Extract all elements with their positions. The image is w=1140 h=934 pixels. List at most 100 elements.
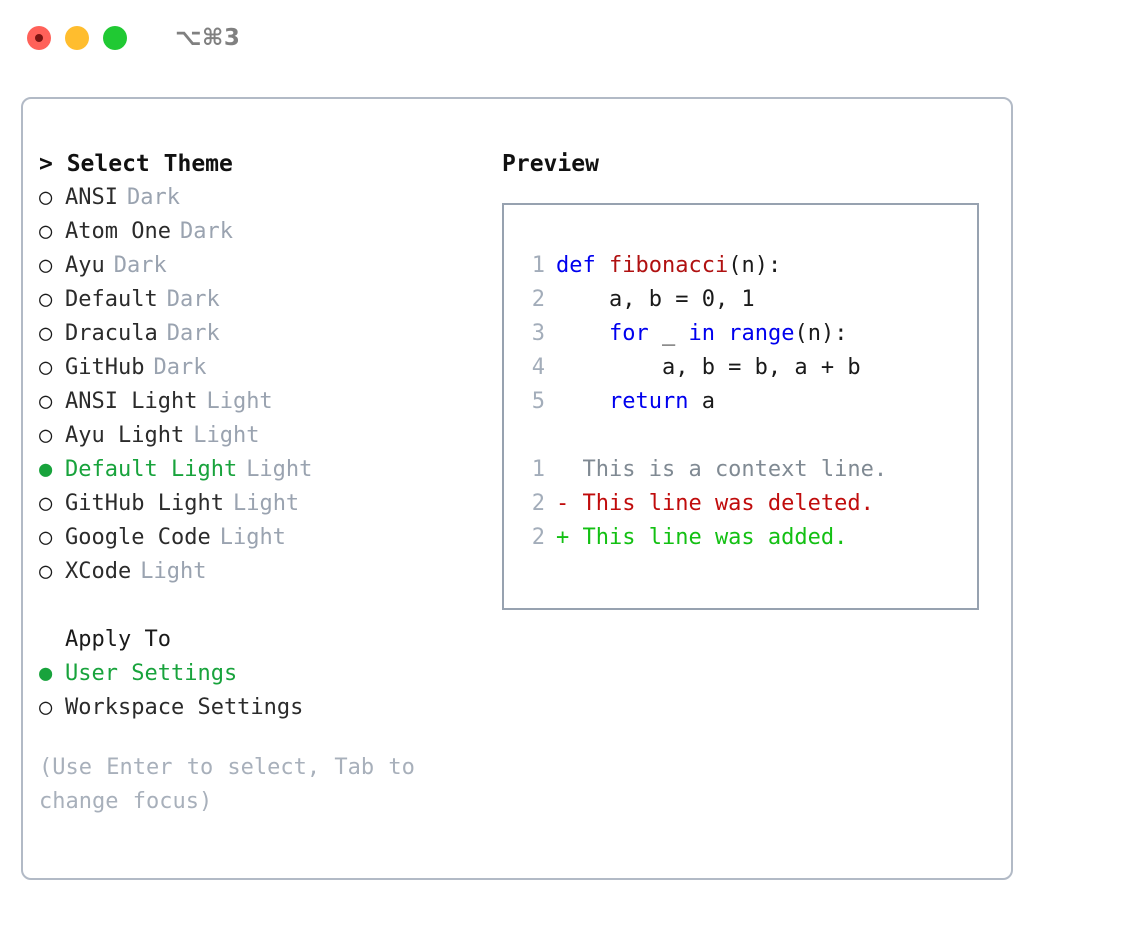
radio-unselected-icon[interactable]: ○ <box>39 525 53 550</box>
theme-list-item[interactable]: ○ Default Dark <box>39 283 489 317</box>
diff-text: + This line was added. <box>556 525 848 550</box>
theme-name: ANSI <box>65 185 118 210</box>
code-token: (n): <box>794 321 848 346</box>
theme-name: Default <box>65 287 158 312</box>
radio-unselected-icon[interactable]: ○ <box>39 253 53 278</box>
code-token: a <box>688 389 715 414</box>
line-number: 1 <box>531 457 545 482</box>
theme-list-item[interactable]: ○ ANSI Dark <box>39 181 489 215</box>
code-text: for _ in range(n): <box>545 317 847 351</box>
theme-name: XCode <box>65 559 132 584</box>
theme-list-item[interactable]: ● Default Light Light <box>39 453 489 487</box>
theme-list-item[interactable]: ○ GitHub Light Light <box>39 487 489 521</box>
radio-unselected-icon[interactable]: ○ <box>39 185 53 210</box>
select-theme-heading: > Select Theme <box>39 151 233 177</box>
code-line: 5 return a <box>517 385 887 419</box>
theme-list-item[interactable]: ○ Ayu Light Light <box>39 419 489 453</box>
theme-category: Dark <box>166 287 220 312</box>
apply-to-list[interactable]: ● User Settings ○Workspace Settings <box>39 657 489 725</box>
code-token: a, b = 0, 1 <box>556 287 755 312</box>
radio-unselected-icon[interactable]: ○ <box>39 355 53 380</box>
code-diff-separator <box>517 419 887 453</box>
radio-unselected-icon[interactable]: ○ <box>39 559 53 584</box>
diff-line: 2- This line was deleted. <box>517 487 887 521</box>
theme-category: Dark <box>113 253 167 278</box>
code-token: fibonacci <box>608 253 729 278</box>
traffic-light-group <box>27 26 127 50</box>
apply-to-item[interactable]: ○Workspace Settings <box>39 691 489 725</box>
theme-name: GitHub Light <box>65 491 224 516</box>
radio-unselected-icon[interactable]: ○ <box>39 287 53 312</box>
title-bar: ⌥⌘3 <box>0 0 1140 76</box>
code-token: (n): <box>728 253 782 278</box>
theme-name: Default Light <box>65 457 238 482</box>
radio-selected-icon[interactable]: ● <box>39 661 53 686</box>
apply-to-heading: Apply To <box>65 627 171 652</box>
line-number: 2 <box>531 287 545 312</box>
theme-category: Light <box>232 491 300 516</box>
apply-to-item[interactable]: ● User Settings <box>39 657 489 691</box>
theme-category: Light <box>219 525 286 550</box>
code-line: 4 a, b = b, a + b <box>517 351 887 385</box>
close-button[interactable] <box>27 26 51 50</box>
list-spacer <box>39 589 489 623</box>
code-text: a, b = 0, 1 <box>545 283 755 317</box>
window-title: ⌥⌘3 <box>175 25 241 51</box>
theme-name: ANSI Light <box>65 389 198 414</box>
code-token: return <box>608 389 689 414</box>
diff-text: This is a context line. <box>556 457 888 482</box>
apply-to-label: User Settings <box>65 661 238 686</box>
radio-unselected-icon[interactable]: ○ <box>39 423 53 448</box>
line-number: 1 <box>531 253 545 278</box>
code-text: a, b = b, a + b <box>545 351 861 385</box>
code-text: def fibonacci(n): <box>545 249 781 283</box>
theme-list-item[interactable]: ○ GitHub Dark <box>39 351 489 385</box>
theme-list-item[interactable]: ○ XCode Light <box>39 555 489 589</box>
radio-unselected-icon[interactable]: ○ <box>39 695 53 720</box>
theme-name: Ayu <box>65 253 105 278</box>
code-token <box>556 389 609 414</box>
radio-unselected-icon[interactable]: ○ <box>39 491 53 516</box>
line-number: 2 <box>531 525 545 550</box>
code-text: return a <box>545 385 715 419</box>
theme-name: Ayu Light <box>65 423 185 448</box>
code-token: for <box>608 321 649 346</box>
theme-category: Light <box>246 457 313 482</box>
diff-text: - This line was deleted. <box>556 491 874 516</box>
theme-name: Dracula <box>65 321 158 346</box>
theme-category: Dark <box>153 355 207 380</box>
line-number: 5 <box>531 389 545 414</box>
theme-name: GitHub <box>65 355 145 380</box>
theme-category: Light <box>140 559 207 584</box>
theme-list-item[interactable]: ○ ANSI Light Light <box>39 385 489 419</box>
zoom-button[interactable] <box>103 26 127 50</box>
radio-unselected-icon[interactable]: ○ <box>39 219 53 244</box>
code-token: a, b = b, a + b <box>556 355 861 380</box>
code-token: def <box>556 253 609 278</box>
theme-category: Light <box>206 389 273 414</box>
keyboard-hint: (Use Enter to select, Tab to change focu… <box>39 755 415 814</box>
code-token: range <box>728 321 795 346</box>
theme-category: Dark <box>126 185 180 210</box>
code-token <box>556 321 609 346</box>
radio-unselected-icon[interactable]: ○ <box>39 321 53 346</box>
code-line: 3 for _ in range(n): <box>517 317 887 351</box>
diff-line: 1 This is a context line. <box>517 453 887 487</box>
radio-selected-icon[interactable]: ● <box>39 457 53 482</box>
close-icon <box>35 34 43 42</box>
theme-list-item[interactable]: ○ Ayu Dark <box>39 249 489 283</box>
line-number: 4 <box>531 355 545 380</box>
theme-category: Light <box>193 423 260 448</box>
radio-unselected-icon[interactable]: ○ <box>39 389 53 414</box>
minimize-button[interactable] <box>65 26 89 50</box>
